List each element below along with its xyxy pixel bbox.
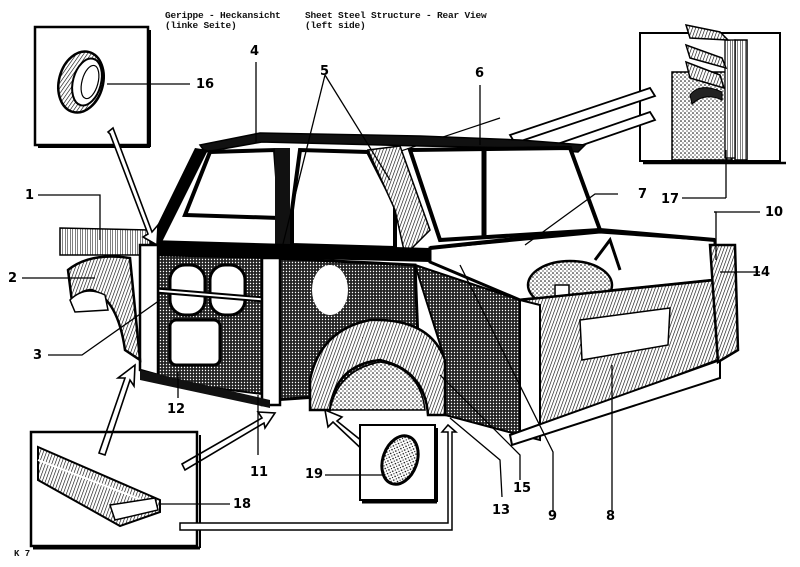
callout-5: 5 xyxy=(320,64,330,79)
callout-2: 2 xyxy=(8,271,18,286)
callout-10: 10 xyxy=(765,205,784,220)
callout-7: 7 xyxy=(638,187,648,202)
callout-17: 17 xyxy=(661,192,680,207)
callout-13: 13 xyxy=(492,503,511,518)
callout-3: 3 xyxy=(33,348,43,363)
callout-8: 8 xyxy=(606,509,616,524)
inset-16-grommet xyxy=(33,25,190,148)
callout-16: 16 xyxy=(196,77,215,92)
german-subtitle: (linke Seite) xyxy=(165,20,237,31)
callout-12: 12 xyxy=(167,402,186,417)
callout-1: 1 xyxy=(25,188,35,203)
callout-15: 15 xyxy=(513,481,532,496)
callout-19: 19 xyxy=(305,467,324,482)
callout-11: 11 xyxy=(250,465,269,480)
car-body xyxy=(59,132,740,447)
leader-lines xyxy=(22,62,760,512)
inset-17-window-seal xyxy=(639,24,786,199)
figure-code: K 7 xyxy=(14,549,31,559)
english-title: Sheet Steel Structure - Rear View xyxy=(305,10,487,21)
callout-18: 18 xyxy=(233,497,252,512)
callout-9: 9 xyxy=(548,509,558,524)
inset-19-plug xyxy=(325,424,438,504)
german-caption: Gerippe - Heckansicht (linke Seite) xyxy=(165,11,281,31)
callout-4: 4 xyxy=(250,44,260,59)
english-subtitle: (left side) xyxy=(305,20,366,31)
english-caption: Sheet Steel Structure - Rear View (left … xyxy=(305,11,487,31)
inset-18-sill-seal xyxy=(29,423,458,550)
callout-14: 14 xyxy=(752,265,771,280)
callout-6: 6 xyxy=(475,66,485,81)
german-title: Gerippe - Heckansicht xyxy=(165,10,281,21)
